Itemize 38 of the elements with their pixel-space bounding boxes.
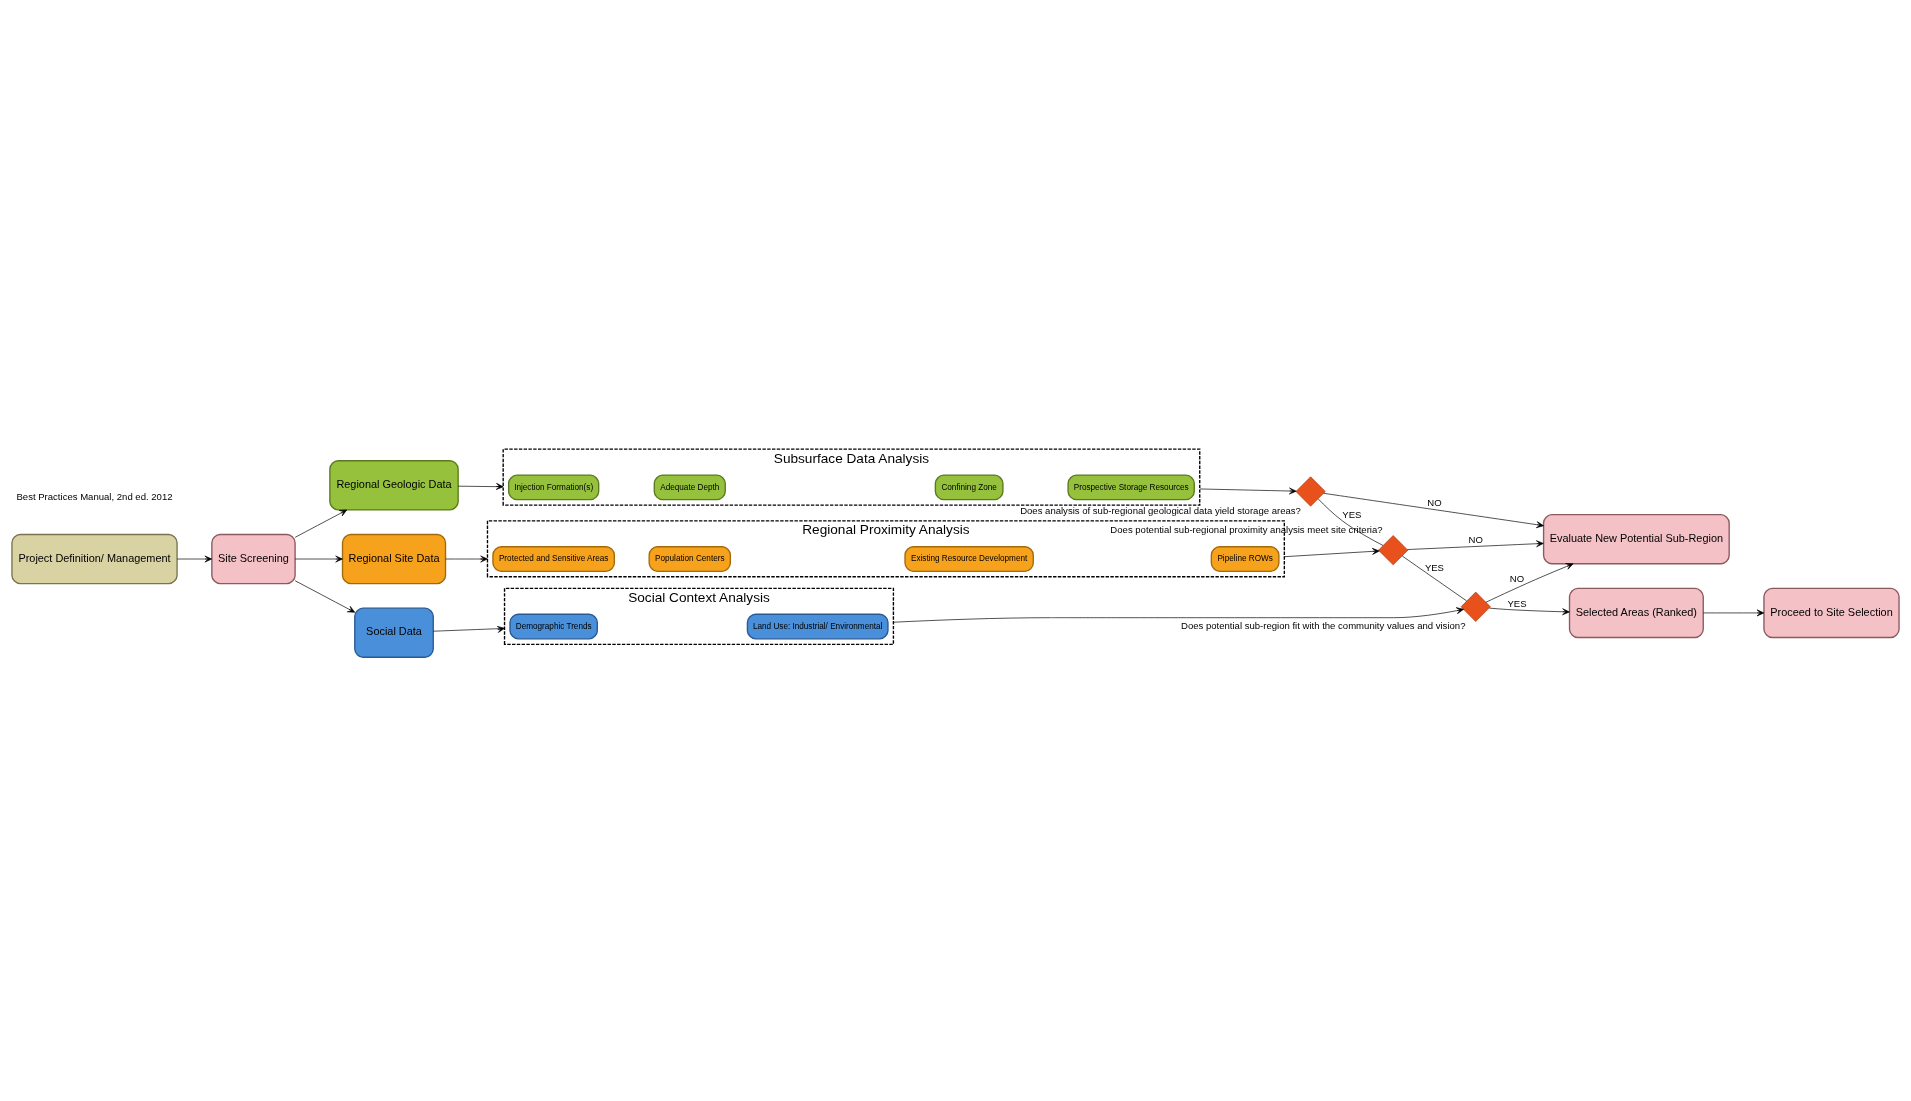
node-label: Does potential sub-regional proximity analysis meet site criteria? <box>1110 523 1383 535</box>
arrow <box>1284 547 1380 558</box>
arrow <box>457 483 504 490</box>
node-diamond <box>1295 476 1326 507</box>
node-box: Project Definition/ Management <box>11 533 178 585</box>
node-label: Does potential sub-region fit with the community values and vision? <box>1181 620 1466 632</box>
connector <box>1401 555 1467 602</box>
arrow <box>1485 563 1574 603</box>
edge-label: YES <box>1424 562 1444 574</box>
node-box: Site Screening <box>211 533 296 585</box>
arrow <box>433 626 505 633</box>
node-label: Does analysis of sub-regional geological data yield storage areas? <box>1020 504 1301 516</box>
edge-label: NO <box>1509 572 1525 584</box>
arrow <box>294 580 356 613</box>
arrow <box>1703 609 1765 617</box>
arrow <box>445 555 488 563</box>
arrow <box>1407 540 1544 550</box>
connector <box>1317 498 1384 546</box>
node-box: Proceed to Site Selection <box>1763 587 1900 639</box>
edge-label: YES <box>1342 509 1362 521</box>
arrow <box>1199 487 1297 495</box>
node-box: Selected Areas (Ranked) <box>1568 587 1704 639</box>
arrow <box>1489 607 1570 616</box>
arrow <box>294 509 348 538</box>
arrow <box>176 555 213 563</box>
edge-label: NO <box>1468 534 1483 546</box>
label: Best Practices Manual, 2nd ed. 2012 <box>16 491 173 503</box>
node-box: Evaluate New Potential Sub-Region <box>1542 514 1730 565</box>
node-box: Social Data <box>354 607 434 658</box>
arrow <box>294 555 343 563</box>
node-box: Regional Site Data <box>341 533 447 585</box>
node-diamond <box>1460 591 1491 622</box>
edge-label: YES <box>1507 597 1527 609</box>
edge-label: NO <box>1427 496 1442 508</box>
arrow <box>893 607 1464 623</box>
node-diamond <box>1378 535 1409 566</box>
arrow <box>1323 492 1544 529</box>
node-box: Regional Geologic Data <box>329 460 459 511</box>
